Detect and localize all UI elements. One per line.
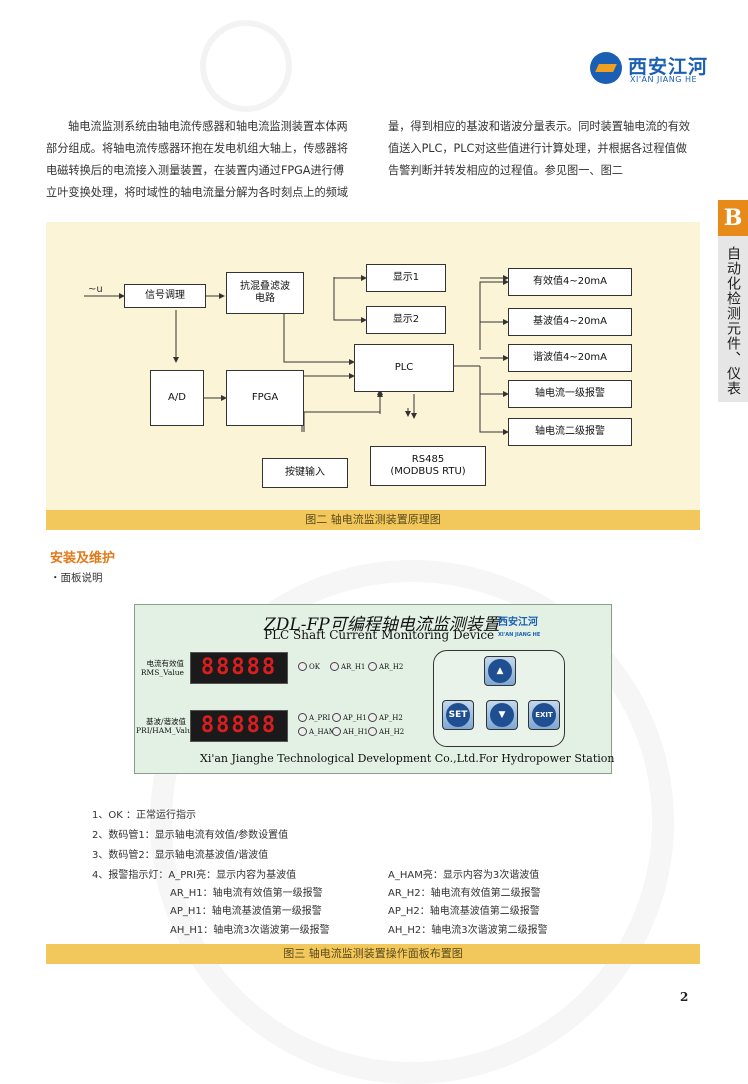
exit-button[interactable]: EXIT (528, 700, 560, 730)
device-title: ZDL-FP可编程轴电流监测装置 (264, 615, 500, 635)
indicator-ap-h1: AP_H1 (332, 713, 367, 722)
device-footer-text: Xi'an Jianghe Technological Development … (200, 752, 615, 765)
display-1-digits: 88888 (190, 652, 288, 684)
indicator-ah-h1: AH_H1 (332, 727, 368, 736)
intro-column-2: 量，得到相应的基波和谐波分量表示。同时装置轴电流的有效 值送入PLC，PLC对这… (388, 116, 710, 182)
legend-line: 3、数码管2：显示轴电流基波值/谐波值 (92, 850, 269, 861)
output-rms-block: 有效值4~20mA (508, 268, 632, 296)
ad-converter-block: A/D (150, 370, 204, 426)
display-2-block: 显示2 (366, 306, 446, 334)
up-button[interactable]: ▲ (484, 656, 516, 686)
legend-line: 1、OK ：正常运行指示 (92, 810, 196, 821)
legend-line: AP_H1：轴电流基波值第一级报警 (170, 906, 322, 917)
section-subtitle: ・面板说明 (50, 572, 103, 584)
legend-line: 2、数码管1：显示轴电流有效值/参数设置值 (92, 830, 289, 841)
rs485-block: RS485 (MODBUS RTU) (370, 446, 486, 486)
display-1-block: 显示1 (366, 264, 446, 292)
rms-label: 电流有效值 RMS_Value (140, 659, 184, 677)
brand-name-en: XI'AN JIANG HE (630, 75, 698, 84)
brand-name: 西安江河 (628, 56, 709, 78)
intro-line: 告警判断并转发相应的过程值。参见图一、图二 (388, 164, 623, 177)
input-signal-label: ~u (88, 284, 103, 295)
output-alarm-1-block: 轴电流一级报警 (508, 380, 632, 408)
figure-2-caption: 图二 轴电流监测装置原理图 (46, 510, 700, 530)
indicator-a-pri: A_PRI (298, 713, 330, 722)
up-arrow-icon: ▲ (488, 659, 512, 683)
intro-line: 轴电流监测系统由轴电流传感器和轴电流监测装置本体两 (68, 120, 348, 133)
pri-ham-label: 基波/谐波值 PRI/HAM_Value (136, 717, 197, 735)
set-button[interactable]: SET (442, 700, 474, 730)
intro-line: 值送入PLC，PLC对这些值进行计算处理，并根据各过程值做 (388, 142, 687, 155)
legend-line: AR_H2：轴电流有效值第二级报警 (388, 888, 541, 899)
section-tab-letter: B (718, 200, 748, 236)
signal-conditioning-block: 信号调理 (124, 284, 206, 308)
fpga-block: FPGA (226, 370, 304, 426)
legend-line: A_HAM亮：显示内容为3次谐波值 (388, 870, 540, 881)
legend-line: AH_H2：轴电流3次谐波第二级报警 (388, 925, 548, 936)
indicator-ah-h2: AH_H2 (368, 727, 404, 736)
plc-block: PLC (354, 344, 454, 392)
indicator-ap-h2: AP_H2 (368, 713, 403, 722)
down-button[interactable]: ▼ (486, 700, 518, 730)
output-alarm-2-block: 轴电流二级报警 (508, 418, 632, 446)
indicator-ar-h1: AR_H1 (330, 662, 365, 671)
output-harmonic-block: 谐波值4~20mA (508, 344, 632, 372)
legend-line: 4、报警指示灯：A_PRI亮：显示内容为基波值 (92, 870, 297, 881)
watermark-ring (200, 20, 292, 112)
legend-line: AP_H2：轴电流基波值第二级报警 (388, 906, 540, 917)
legend-line: AH_H1：轴电流3次谐波第一级报警 (170, 925, 330, 936)
intro-line: 立叶变换处理，将时域性的轴电流量分解为各时刻点上的频域 (46, 186, 349, 199)
indicator-ar-h2: AR_H2 (368, 662, 403, 671)
legend-line: AR_H1：轴电流有效值第一级报警 (170, 888, 323, 899)
device-subtitle: PLC Shaft Current Monitoring Device (264, 628, 495, 642)
intro-line: 电磁转换后的电流接入测量装置，在装置内通过FPGA进行傅 (46, 164, 345, 177)
intro-line: 部分组成。将轴电流传感器环抱在发电机组大轴上，传感器将 (46, 142, 349, 155)
diagram-connectors (84, 275, 509, 435)
down-arrow-icon: ▼ (490, 703, 514, 727)
intro-line: 量，得到相应的基波和谐波分量表示。同时装置轴电流的有效 (388, 120, 691, 133)
intro-column-1: 轴电流监测系统由轴电流传感器和轴电流监测装置本体两 部分组成。将轴电流传感器环抱… (46, 116, 366, 204)
device-logo: 西安江河 XI'AN JIANG HE (498, 617, 541, 638)
section-tab-label: 自动化检测元件、仪表 (718, 236, 748, 402)
anti-alias-filter-block: 抗混叠滤波电路 (226, 272, 304, 314)
display-2-digits: 88888 (190, 710, 288, 742)
output-fundamental-block: 基波值4~20mA (508, 308, 632, 336)
brand-logo-icon (590, 52, 622, 84)
indicator-a-ham: A_HAM (298, 727, 336, 736)
page-number: 2 (680, 990, 689, 1004)
principle-diagram-panel: ~u 信号调理 抗混叠滤波电路 显示1 显示2 PLC A/D FPGA 按键输… (46, 222, 700, 530)
section-title: 安装及维护 (50, 551, 116, 566)
indicator-ok: OK (298, 662, 320, 671)
key-input-block: 按键输入 (262, 458, 348, 488)
figure-3-caption: 图三 轴电流监测装置操作面板布置图 (46, 944, 700, 964)
